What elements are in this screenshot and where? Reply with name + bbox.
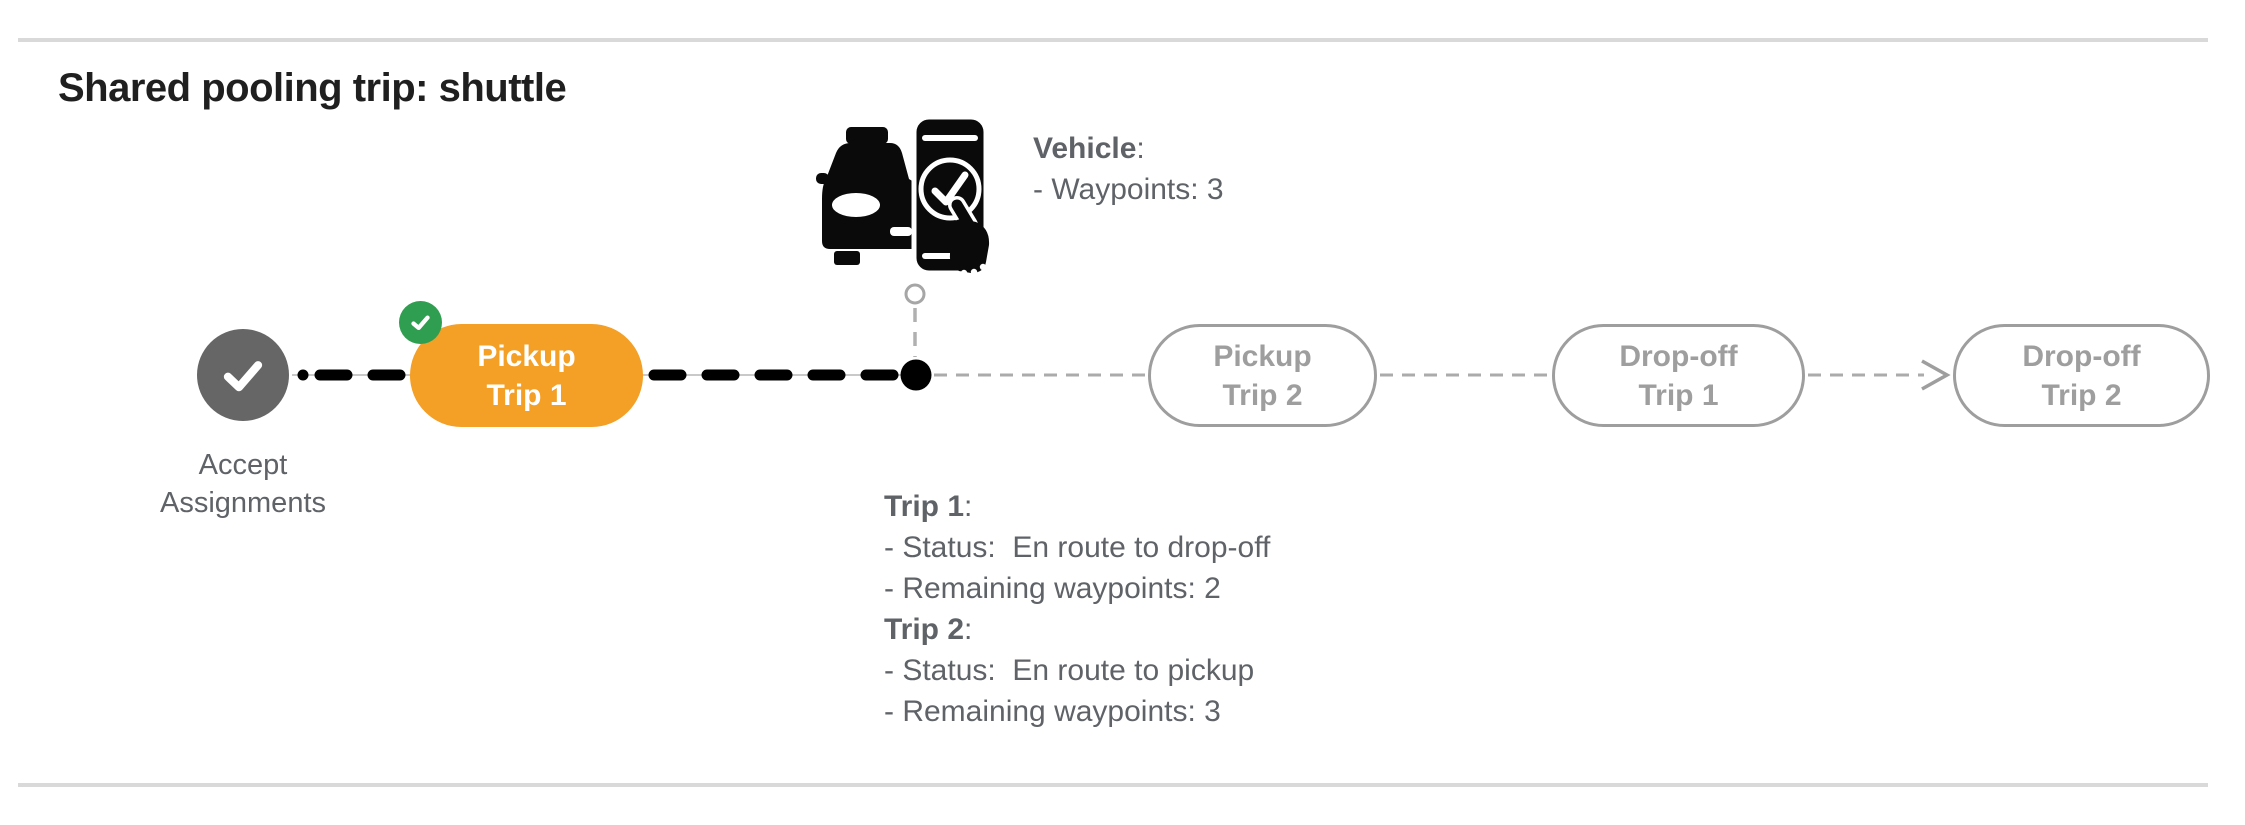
- trip-2-heading-colon: :: [964, 613, 973, 646]
- trip-1-status-line: - Status: En route to drop-off: [884, 531, 1271, 564]
- pill-dropoff-trip-2-line1: Drop-off: [2022, 339, 2141, 373]
- trip-2-waypoints-line: - Remaining waypoints: 3: [884, 695, 1221, 728]
- trip-2-heading-text: Trip 2: [884, 613, 965, 646]
- pill-dropoff-trip-2-line2: Trip 2: [2041, 378, 2122, 412]
- trip-1-heading-colon: :: [964, 490, 973, 523]
- pill-pickup-trip-1: Pickup Trip 1: [410, 324, 643, 427]
- page-title: Shared pooling trip: shuttle: [58, 66, 567, 110]
- route-dash-dot: [297, 369, 309, 381]
- accept-assignments-label: Accept Assignments: [103, 446, 383, 522]
- vehicle-anchor-circle: [904, 283, 926, 305]
- pill-dropoff-trip-2: Drop-off Trip 2: [1953, 324, 2210, 427]
- arrow-right-icon: [1921, 359, 1951, 391]
- top-divider: [18, 38, 2208, 42]
- pill-dropoff-trip-1-line2: Trip 1: [1638, 378, 1719, 412]
- pill-pickup-trip-1-line2: Trip 1: [486, 378, 567, 412]
- pill-pickup-trip-1-line1: Pickup: [477, 339, 576, 373]
- current-position-dot-icon: [900, 359, 932, 391]
- bottom-divider: [18, 783, 2208, 787]
- trip-2-heading: Trip 2:: [884, 609, 1270, 650]
- vehicle-phone-check-icon: [816, 114, 990, 277]
- trip-1-waypoints-line: - Remaining waypoints: 2: [884, 572, 1221, 605]
- check-icon: [223, 361, 263, 392]
- pill-dropoff-trip-1: Drop-off Trip 1: [1552, 324, 1805, 427]
- trip-1-heading: Trip 1:: [884, 486, 1270, 527]
- vehicle-info-heading-colon: :: [1136, 132, 1145, 165]
- accept-assignments-node: [197, 329, 289, 421]
- vehicle-info: Vehicle: - Waypoints: 3: [1033, 128, 1224, 210]
- trip-1-heading-text: Trip 1: [884, 490, 965, 523]
- vehicle-info-heading-text: Vehicle: [1033, 132, 1137, 165]
- check-badge-icon: [411, 315, 430, 331]
- trip-info: Trip 1: - Status: En route to drop-off -…: [884, 486, 1270, 732]
- accept-assignments-label-line2: Assignments: [159, 487, 326, 519]
- completed-badge: [399, 301, 442, 344]
- pill-pickup-trip-2-line1: Pickup: [1213, 339, 1312, 373]
- pill-pickup-trip-2-line2: Trip 2: [1222, 378, 1303, 412]
- vehicle-info-heading: Vehicle:: [1033, 128, 1224, 169]
- accept-assignments-label-line1: Accept: [198, 449, 288, 481]
- pill-dropoff-trip-1-line1: Drop-off: [1619, 339, 1738, 373]
- trip-2-status-line: - Status: En route to pickup: [884, 654, 1255, 687]
- pill-pickup-trip-2: Pickup Trip 2: [1148, 324, 1377, 427]
- vehicle-info-line: - Waypoints: 3: [1033, 173, 1224, 206]
